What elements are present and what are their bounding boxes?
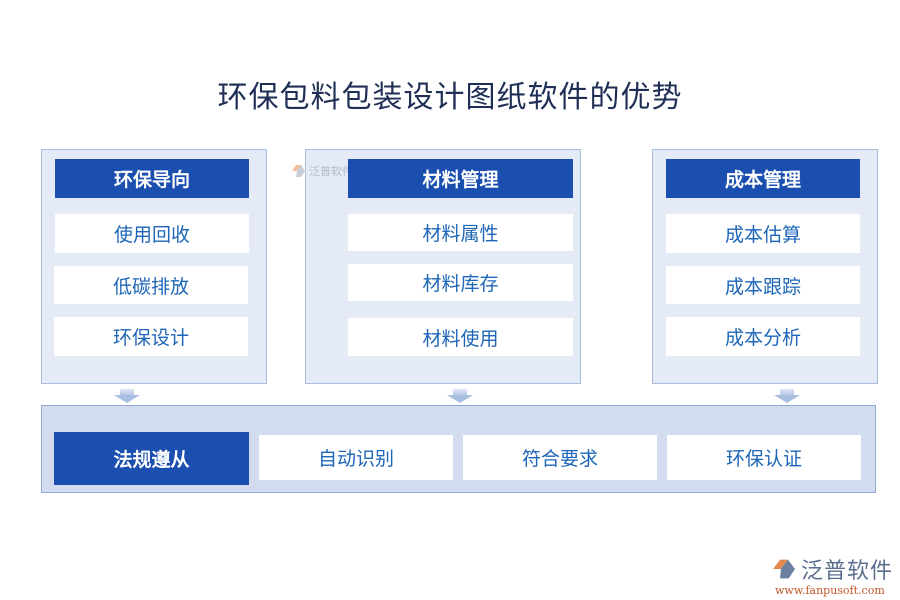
panel-header-environmental: 环保导向 — [55, 159, 249, 198]
list-item: 成本跟踪 — [666, 266, 860, 304]
panel-header-cost: 成本管理 — [666, 159, 860, 198]
brand-url: www.fanpusoft.com — [775, 584, 885, 597]
watermark-text: 泛普软件 — [309, 165, 353, 178]
list-item: 环保设计 — [54, 317, 248, 356]
list-item: 使用回收 — [55, 214, 249, 253]
panel-header-material: 材料管理 — [348, 159, 573, 198]
brand-logo: 泛普软件 www.fanpusoft.com — [771, 553, 893, 597]
fanpu-logo-icon — [292, 165, 305, 177]
watermark: 泛普软件 — [290, 163, 353, 179]
brand-name: 泛普软件 — [801, 559, 894, 584]
list-item: 材料属性 — [348, 214, 573, 251]
list-item: 材料库存 — [348, 264, 573, 301]
compliance-item: 自动识别 — [259, 435, 453, 480]
compliance-item: 符合要求 — [463, 435, 657, 480]
list-item: 成本估算 — [666, 214, 860, 253]
list-item: 成本分析 — [666, 317, 860, 356]
list-item: 材料使用 — [348, 318, 573, 356]
compliance-item: 环保认证 — [667, 435, 861, 480]
diagram-title: 环保包料包装设计图纸软件的优势 — [217, 80, 683, 115]
compliance-header: 法规遵从 — [54, 432, 249, 485]
list-item: 低碳排放 — [54, 266, 248, 304]
fanpu-logo-icon — [773, 559, 795, 579]
